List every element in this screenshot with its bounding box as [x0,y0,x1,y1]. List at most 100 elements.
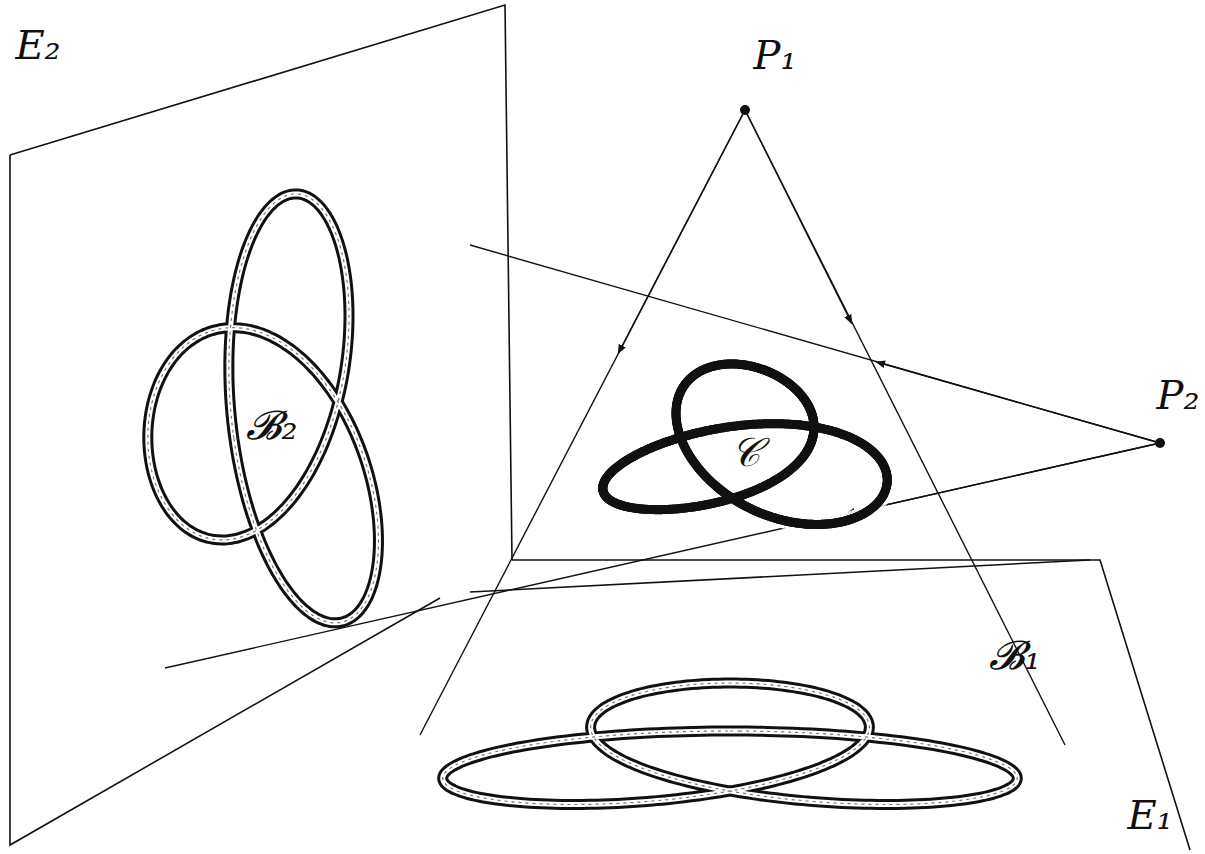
knot-gap [595,477,611,494]
knot-strand [730,496,732,497]
knot-strand [598,485,607,495]
knot-gap [598,489,615,506]
knot-strand [822,520,824,529]
knot-gap [728,495,730,496]
knot-gap [722,491,724,492]
knot-gap [598,488,615,505]
knot-strand [818,520,820,529]
point-label: P₁ [754,35,797,75]
knot-strand [600,476,609,486]
knot-strand [745,506,747,507]
knot-gap [595,483,611,500]
knot-strand [715,485,717,486]
knot-strand [599,480,608,490]
knot-gap [596,486,612,503]
knot-strand [824,520,826,529]
knot-strand [600,491,609,501]
knot-gap [596,474,612,491]
knot-gap [733,499,735,500]
knot-gap [603,463,620,480]
knot-strand [598,485,607,495]
knot-strand [796,390,797,391]
knot-strand [796,390,797,391]
knot-gap [629,450,631,467]
knot-strand [599,488,608,498]
knot-strand [607,467,617,477]
knot-strand [741,504,743,505]
knot-strand [599,478,608,488]
knot-strand [812,520,814,529]
knot-strand [606,468,616,478]
knot-strand [599,488,608,498]
knot-gap [797,391,798,392]
knot-strand [605,468,615,478]
knot-strand [747,507,749,508]
knot-strand [809,430,818,431]
knot-gap [600,491,617,508]
knot-strand [598,481,607,491]
knot-gap [824,516,826,532]
knot-gap [600,467,617,484]
plane-e2-edge [10,155,440,845]
knot-gap [598,470,615,487]
knot-gap [605,494,622,511]
knot-strand [599,477,608,487]
knot-strand [824,520,826,529]
knot-gap [715,485,717,486]
projection-b2-fill [148,194,379,623]
knot-gap [822,516,824,532]
knot-gap [597,488,614,505]
ray-arrow [850,443,1160,513]
knot-strand [806,519,808,528]
knot-strand [814,520,816,529]
knot-gap [795,388,796,389]
knot-gap [601,466,618,483]
knot-strand [820,520,822,529]
knot-label: 𝒞 [731,432,760,472]
knot-gap [799,393,800,394]
point-p2 [1155,438,1165,448]
knot-strand [600,490,609,500]
knot-strand [598,482,607,492]
knot-strand [731,498,733,499]
knot-gap [814,516,816,532]
knot-strand [726,494,728,495]
knot-strand [599,478,608,488]
knot-strand [812,520,814,529]
knot-strand [792,386,793,387]
knot-strand [602,473,612,483]
knot-strand [598,482,607,492]
knot-gap [596,485,612,502]
knot-strand [739,503,741,504]
knot-gap [792,386,793,387]
plane-e2-edge [10,5,512,560]
knot-gap [598,469,615,486]
knot-strand [600,477,609,487]
knot-strand [598,482,607,492]
knot-strand [820,520,822,529]
knot-gap [596,475,612,492]
knot-strand [808,520,810,529]
knot-strand [598,485,607,495]
knot-strand [599,477,608,487]
knot-gap [800,406,817,407]
knot-strand [724,492,726,493]
knot-strand [808,520,810,529]
projection-b1-fill [443,683,1018,805]
knot-strand [599,487,608,497]
knot-strand [720,490,722,491]
knot-strand [827,519,829,528]
knot-strand [719,488,721,489]
knot-gap [741,504,743,505]
knot-strand [600,476,609,486]
knot-strand [599,479,608,489]
point-p1 [740,105,750,115]
knot-gap [595,480,611,497]
knot-strand [720,490,722,491]
projection-label: 𝓑₁ [989,635,1040,675]
knot-strand [598,482,607,492]
knot-gap [730,496,732,497]
knot-strand [599,488,608,498]
knot-strand [598,484,607,494]
knot-gap [720,490,722,491]
